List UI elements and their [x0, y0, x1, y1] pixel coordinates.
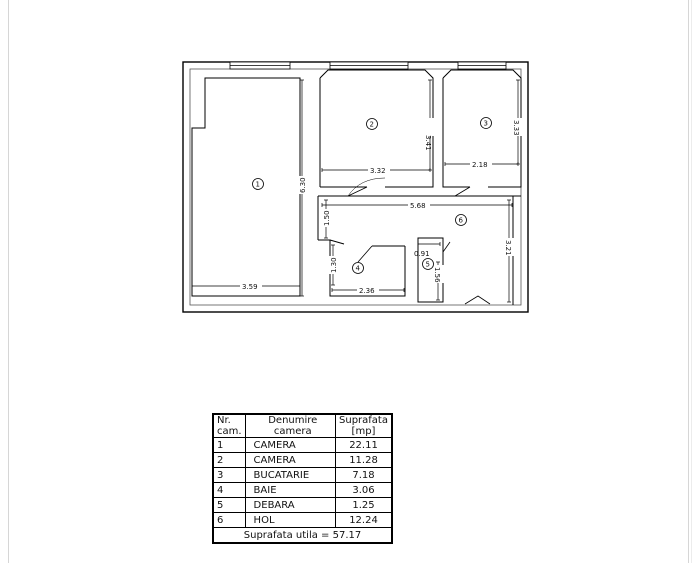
header-nr: Nr.cam.	[212, 413, 246, 438]
room-marker-labels: 1 2 3 4 5 6	[256, 120, 488, 273]
dim-d3-height: 3.33	[512, 120, 520, 136]
page-edge	[691, 0, 692, 563]
dim-hall-depth: 1.50	[323, 210, 331, 226]
table-row: 1 CAMERA 22.11	[212, 437, 393, 453]
room-marker-label: 1	[256, 181, 260, 189]
dim-d2-width: 3.32	[370, 167, 386, 175]
cell-name: DEBARA	[244, 497, 337, 513]
cell-area: 22.11	[335, 437, 393, 453]
room-marker-3	[480, 117, 492, 129]
cell-area: 12.24	[335, 512, 393, 528]
total-row: Suprafata utila = 57.17	[212, 527, 393, 544]
room-marker-label: 3	[484, 120, 488, 128]
cell-name: CAMERA	[244, 452, 337, 468]
dimension-labels: 6.30 3.59 3.41 3.32 3.33 2.18 5.68 1.50 …	[240, 118, 523, 295]
room-3	[442, 69, 522, 197]
cell-name: HOL	[244, 512, 337, 528]
dim-d3-width: 2.18	[472, 161, 488, 169]
page-edge	[688, 0, 689, 563]
table-row: 2 CAMERA 11.28	[212, 452, 393, 468]
room-1	[191, 77, 301, 297]
cell-name: CAMERA	[244, 437, 337, 453]
dim-bath-height: 1.30	[330, 257, 338, 273]
cell-nr: 1	[212, 437, 246, 453]
cell-area: 7.18	[335, 467, 393, 483]
room-marker-label: 5	[426, 261, 430, 269]
windows	[229, 61, 507, 70]
dim-hall-height: 3.21	[504, 240, 512, 256]
dim-d2-height: 3.41	[424, 135, 432, 151]
dim-bath-width: 2.36	[359, 287, 375, 295]
dim-pantry-height: 1.56	[433, 267, 441, 283]
room-marker-5	[422, 258, 434, 270]
cell-nr: 2	[212, 452, 246, 468]
cell-nr: 5	[212, 497, 246, 513]
cell-name: BUCATARIE	[244, 467, 337, 483]
table-row: 4 BAIE 3.06	[212, 482, 393, 498]
page-edge	[8, 0, 9, 563]
room-marker-4	[352, 262, 364, 274]
cell-area: 3.06	[335, 482, 393, 498]
room-marker-2	[366, 118, 378, 130]
room-marker-1	[252, 178, 264, 190]
table-row: 3 BUCATARIE 7.18	[212, 467, 393, 483]
cell-nr: 3	[212, 467, 246, 483]
cell-nr: 4	[212, 482, 246, 498]
cell-area: 11.28	[335, 452, 393, 468]
room-marker-label: 6	[459, 217, 464, 225]
table-row: 5 DEBARA 1.25	[212, 497, 393, 513]
total-area: Suprafata utila = 57.17	[212, 527, 393, 544]
cell-nr: 6	[212, 512, 246, 528]
cell-name: BAIE	[244, 482, 337, 498]
header-area: Suprafata[mp]	[335, 413, 393, 438]
room-marker-6	[455, 214, 467, 226]
room-marker-label: 4	[356, 265, 361, 273]
dim-d1-height: 6.30	[299, 177, 307, 193]
room-2	[319, 69, 434, 197]
table-row: 6 HOL 12.24	[212, 512, 393, 528]
cell-area: 1.25	[335, 497, 393, 513]
room-markers	[252, 117, 492, 274]
dim-pantry-width: 0.91	[414, 250, 430, 258]
room-marker-label: 2	[370, 121, 374, 129]
dim-hall-width: 5.68	[410, 202, 426, 210]
dim-d1-width: 3.59	[242, 283, 258, 291]
